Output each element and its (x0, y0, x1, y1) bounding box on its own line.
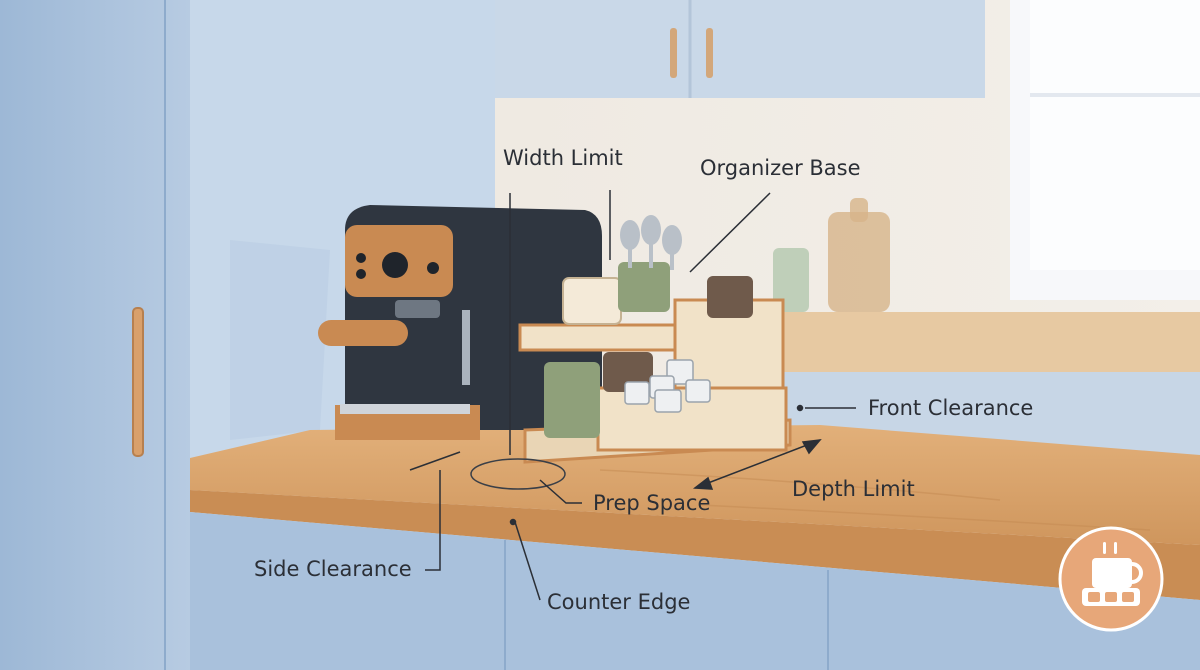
spoon-icon (620, 220, 640, 250)
organizer-base-label: Organizer Base (700, 156, 861, 180)
coffee-machine-icon (318, 205, 602, 440)
cutting-board (828, 212, 890, 312)
depth-limit-label: Depth Limit (792, 477, 915, 501)
portafilter-handle (318, 320, 408, 346)
countertop (190, 425, 1200, 545)
tall-cabinet (0, 0, 190, 670)
width-limit-label: Width Limit (503, 146, 623, 170)
utensil-cup (618, 262, 670, 312)
utensil-jar (773, 248, 809, 312)
counter-edge-label: Counter Edge (547, 590, 691, 614)
prep-space-area (470, 458, 566, 490)
lower-cabinets (190, 512, 1200, 670)
coffee-organizer (518, 215, 792, 464)
prep-space-label: Prep Space (593, 491, 711, 515)
coffee-pod-icon (624, 359, 711, 413)
cabinet-handle (132, 307, 144, 457)
upper-cabinet (495, 0, 985, 98)
cup-badge-icon (1058, 526, 1164, 632)
canister (707, 276, 753, 318)
mug-icon (562, 277, 622, 325)
callout-leader-lines (409, 190, 856, 601)
side-clearance-label: Side Clearance (254, 557, 412, 581)
front-clearance-label: Front Clearance (868, 396, 1034, 420)
